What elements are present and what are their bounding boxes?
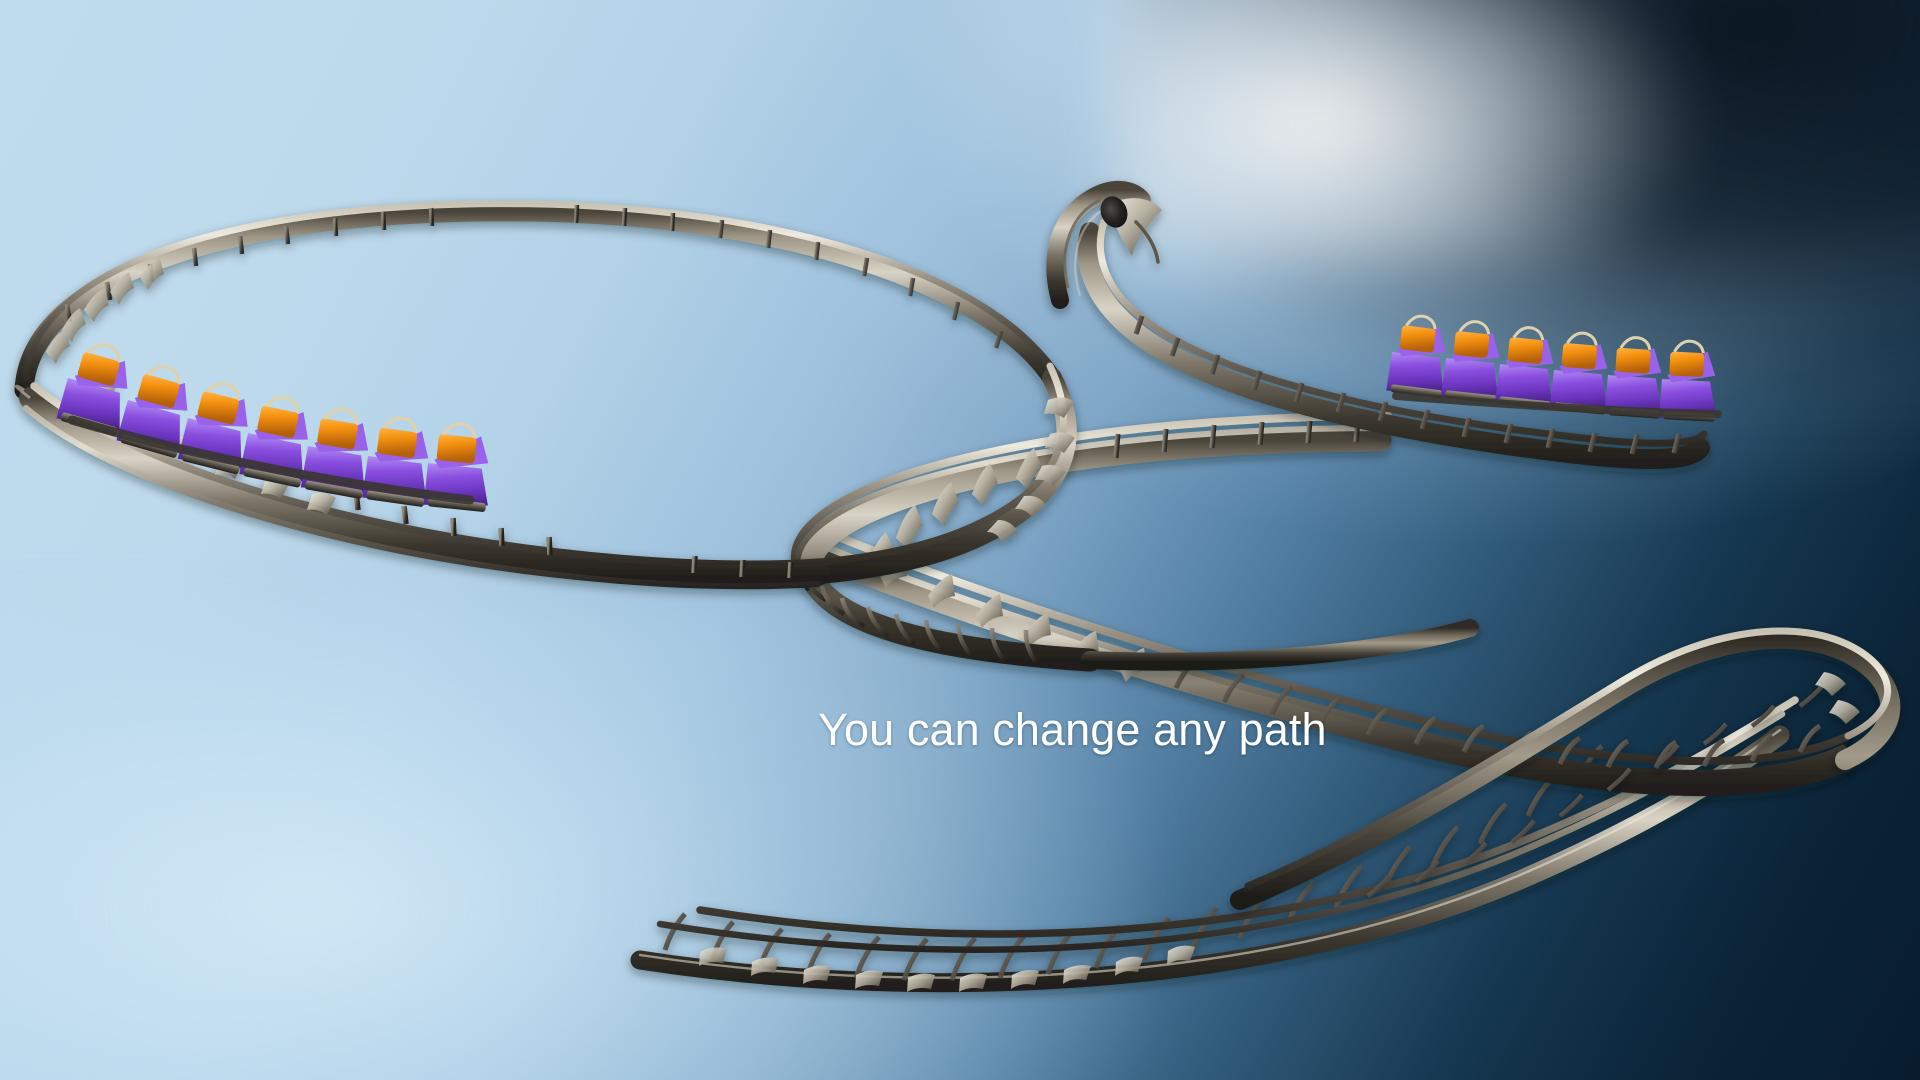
right-outer-bend [1230,627,1901,910]
s-bend-lower-curve [819,532,1856,797]
coaster-train-right [1386,314,1722,422]
track-end-cut [1046,181,1162,309]
s-bend-upper-curve [790,412,1479,672]
background-light-glow [1113,0,1690,270]
caption-text: You can change any path [818,704,1327,755]
upper-right-descending-track [1046,181,1710,470]
left-horizontal-loop [14,200,1077,590]
background-ground-light [0,604,1152,1080]
tube-cut-face [1100,196,1128,228]
coaster-train-left [56,343,489,512]
